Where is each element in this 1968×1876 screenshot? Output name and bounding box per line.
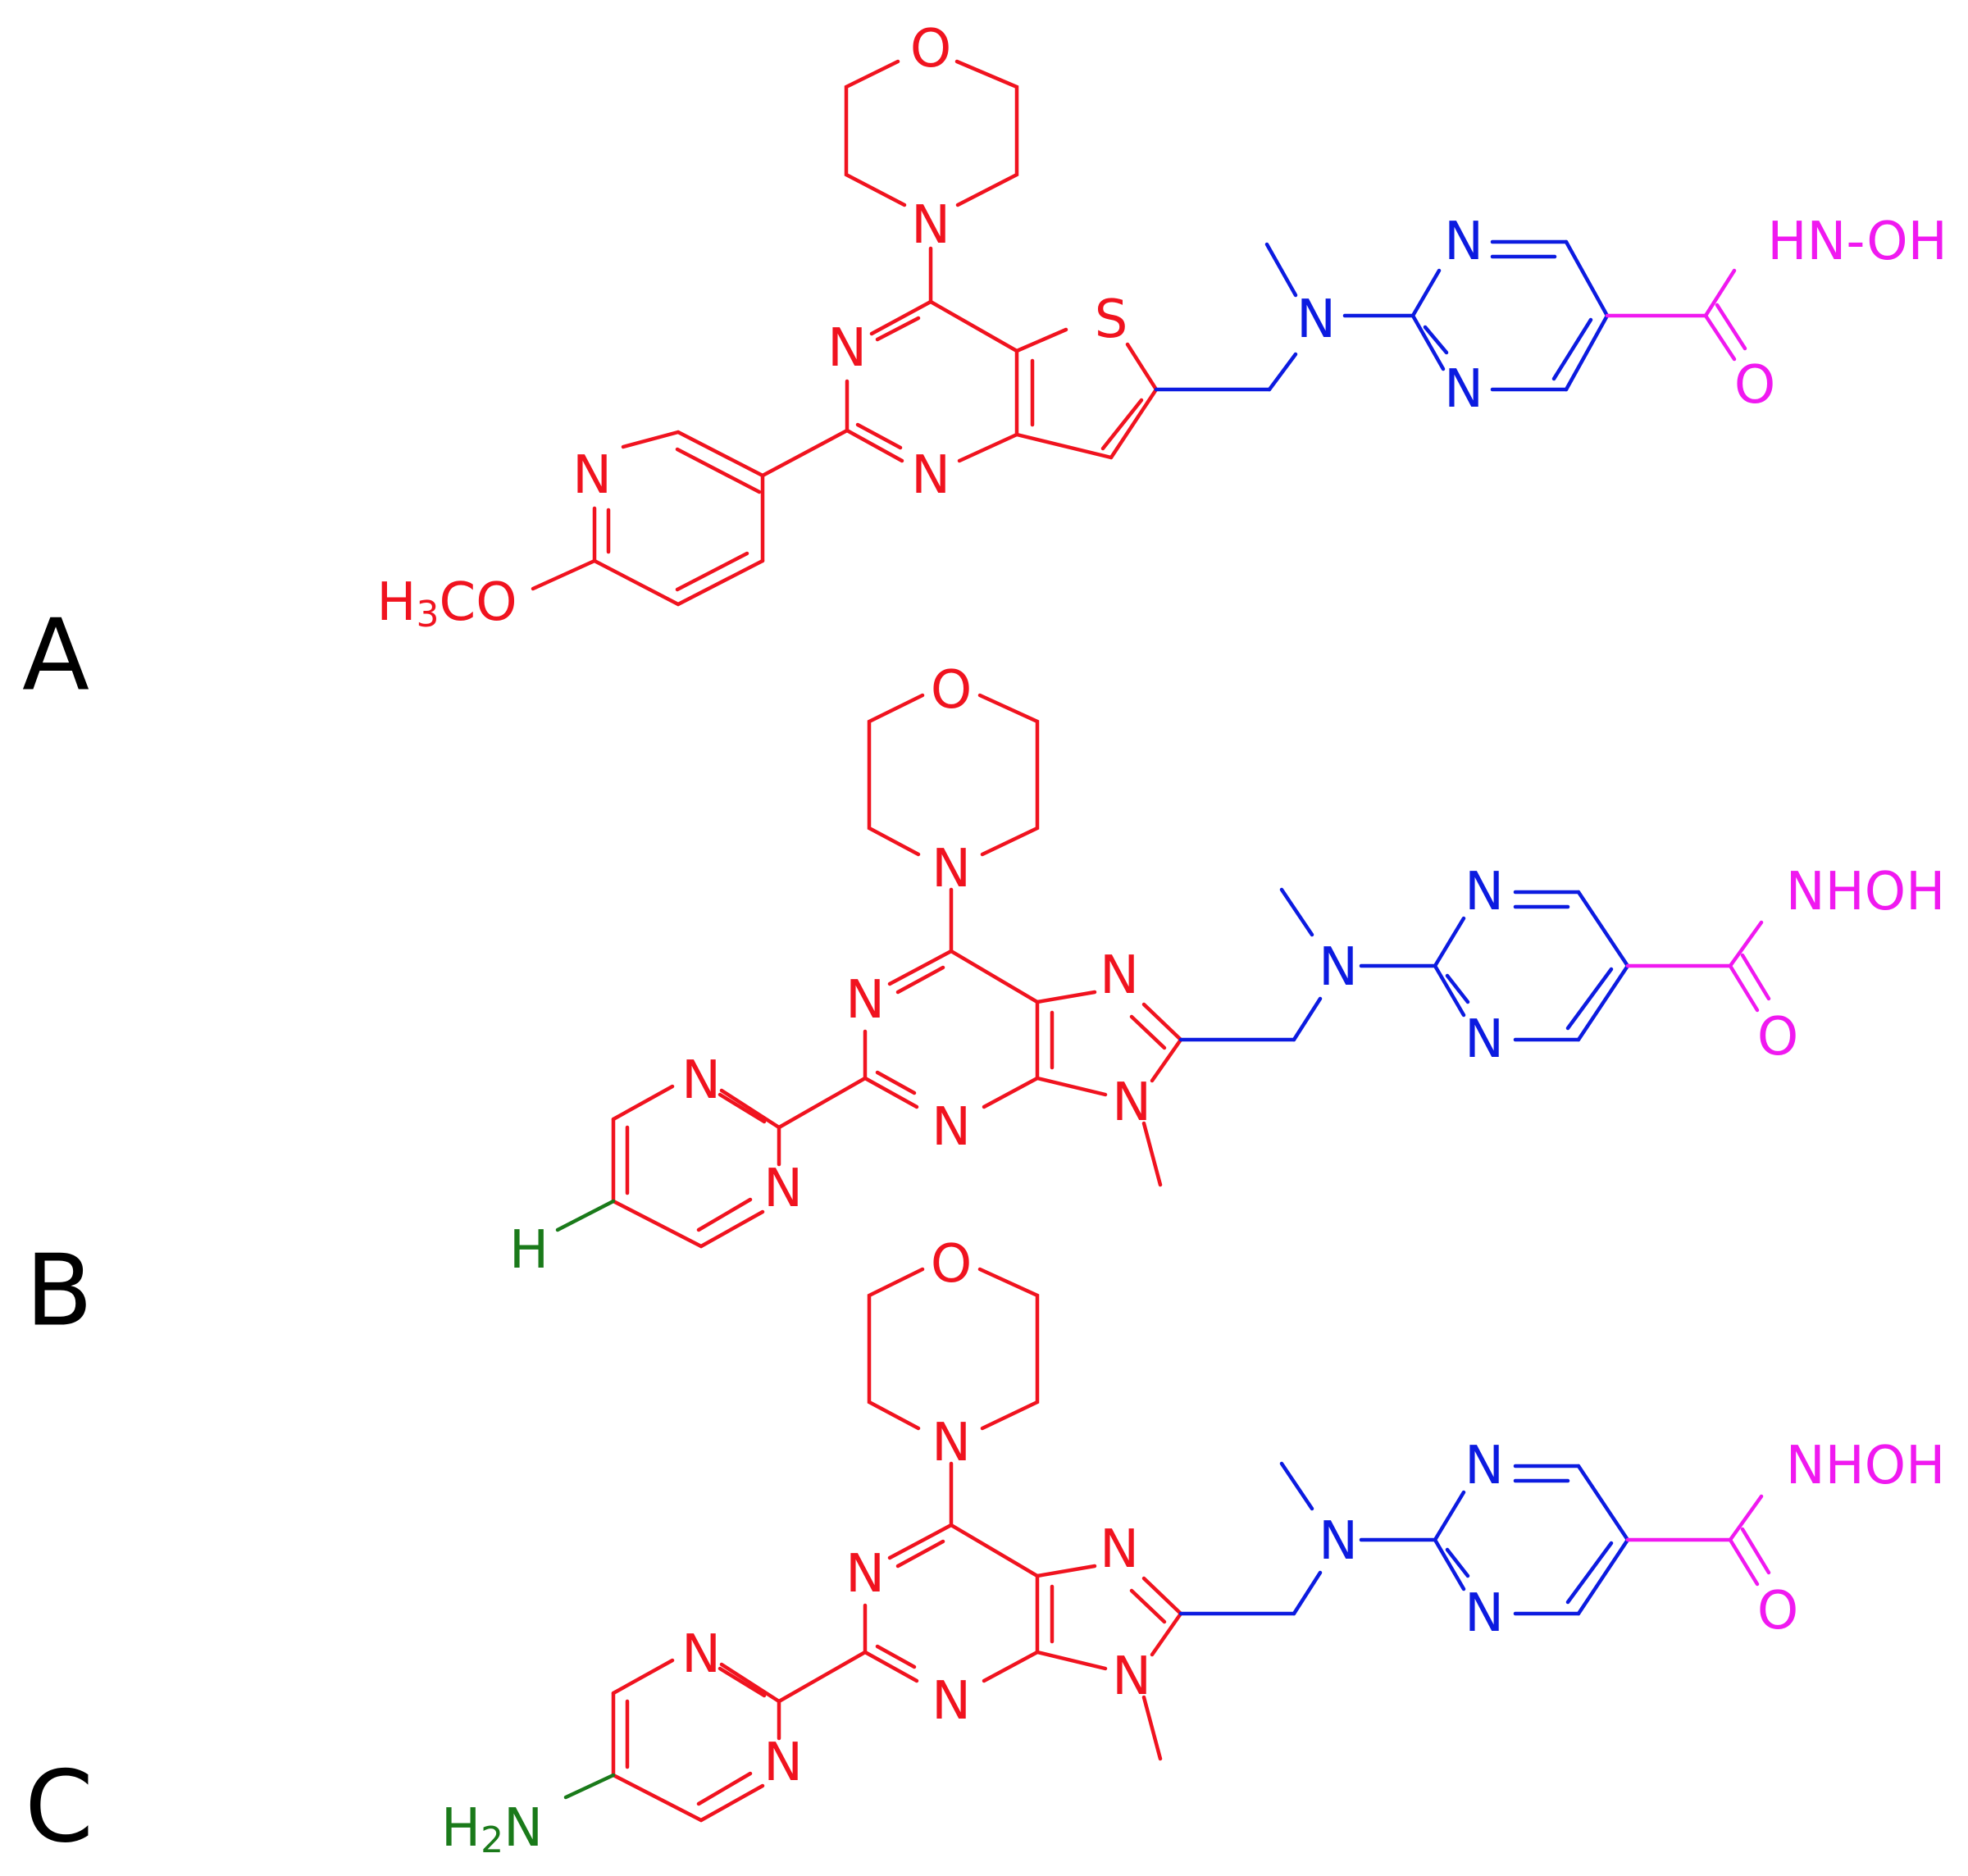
bonds-variable-c bbox=[563, 1773, 616, 1800]
atom-o-morpholine: O bbox=[931, 1234, 972, 1295]
structure-b: O N N N N N N N H N N N NHOH O B bbox=[25, 660, 1945, 1349]
atom-n-pyrimidine-top: N bbox=[1444, 212, 1483, 272]
atom-n-purine-9: N bbox=[1112, 1646, 1151, 1707]
atom-n-amine: N bbox=[1319, 937, 1358, 998]
atom-n-left-pyrimidine-bottom: N bbox=[763, 1159, 803, 1219]
bonds-linker-c bbox=[1178, 1461, 1630, 1616]
panel-label-c: C bbox=[25, 1751, 93, 1865]
atom-n-morpholine: N bbox=[932, 1413, 971, 1473]
methoxy-group: H3CO bbox=[376, 572, 517, 635]
hydroxamic-nhoh: HN-OH bbox=[1767, 212, 1947, 272]
atom-n-morpholine: N bbox=[911, 195, 950, 256]
atom-n-purine-3: N bbox=[932, 1671, 971, 1732]
atom-n-left-pyrimidine-bottom: N bbox=[763, 1733, 803, 1793]
atom-n-pyridine: N bbox=[572, 445, 612, 506]
atom-n-left-pyrimidine-top: N bbox=[681, 1050, 721, 1111]
bonds-linker-b bbox=[1178, 887, 1630, 1042]
atom-n-morpholine: N bbox=[932, 839, 971, 899]
atom-n-left-pyrimidine-top: N bbox=[681, 1624, 721, 1685]
atom-n-pyrimidine-1: N bbox=[911, 445, 950, 506]
amino-group: H2N bbox=[441, 1798, 543, 1861]
atom-labels-c: O N N N N N N N H2N N N N NHOH O bbox=[441, 1234, 1945, 1861]
bonds-zbg-b bbox=[1625, 920, 1771, 1013]
atom-n-amine: N bbox=[1296, 289, 1336, 350]
atom-n-pyrimidine-3: N bbox=[827, 318, 867, 379]
panel-label-b: B bbox=[25, 1235, 93, 1349]
atom-n-purine-7: N bbox=[1100, 1519, 1139, 1580]
atom-o-carbonyl: O bbox=[1734, 355, 1775, 416]
atom-n-pyrimidine-top: N bbox=[1465, 1436, 1504, 1496]
hydroxamic-nhoh: NHOH bbox=[1786, 862, 1946, 922]
structure-a: O N N N S N H3CO N N N HN-OH O A bbox=[22, 19, 1947, 713]
atom-n-purine-1: N bbox=[845, 970, 885, 1031]
atom-o-morpholine: O bbox=[910, 19, 951, 80]
atom-n-pyrimidine-bottom: N bbox=[1465, 1009, 1504, 1070]
atom-s-thiophene: S bbox=[1095, 289, 1128, 350]
atom-o-carbonyl: O bbox=[1757, 1581, 1798, 1642]
hydroxamic-nhoh: NHOH bbox=[1786, 1436, 1946, 1496]
atom-labels-b: O N N N N N N N H N N N NHOH O bbox=[509, 660, 1945, 1281]
atom-n-pyrimidine-top: N bbox=[1465, 862, 1504, 922]
bonds-zbg-a bbox=[1605, 268, 1747, 362]
atom-n-pyrimidine-bottom: N bbox=[1465, 1583, 1504, 1644]
atom-n-purine-3: N bbox=[932, 1097, 971, 1158]
structure-c: O N N N N N N N H2N N N N NHOH O C bbox=[25, 1234, 1945, 1865]
bonds-variable-b bbox=[555, 1199, 616, 1232]
panel-label-a: A bbox=[22, 599, 89, 713]
atom-n-amine: N bbox=[1319, 1511, 1358, 1572]
atom-o-carbonyl: O bbox=[1757, 1007, 1798, 1068]
atom-n-purine-1: N bbox=[845, 1544, 885, 1605]
bonds-core-b bbox=[611, 693, 1183, 1249]
bonds-zbg-c bbox=[1625, 1494, 1771, 1587]
atom-n-pyrimidine-bottom: N bbox=[1444, 359, 1483, 420]
atom-labels-a: O N N N S N H3CO N N N HN-OH O bbox=[376, 19, 1947, 635]
bonds-core-a bbox=[531, 59, 1159, 607]
atom-o-morpholine: O bbox=[931, 660, 972, 721]
substituent-h: H bbox=[509, 1220, 549, 1281]
atom-n-purine-9: N bbox=[1112, 1072, 1151, 1133]
bonds-core-c bbox=[611, 1267, 1183, 1823]
atom-n-purine-7: N bbox=[1100, 945, 1139, 1006]
bonds-linker-a bbox=[1154, 239, 1610, 392]
